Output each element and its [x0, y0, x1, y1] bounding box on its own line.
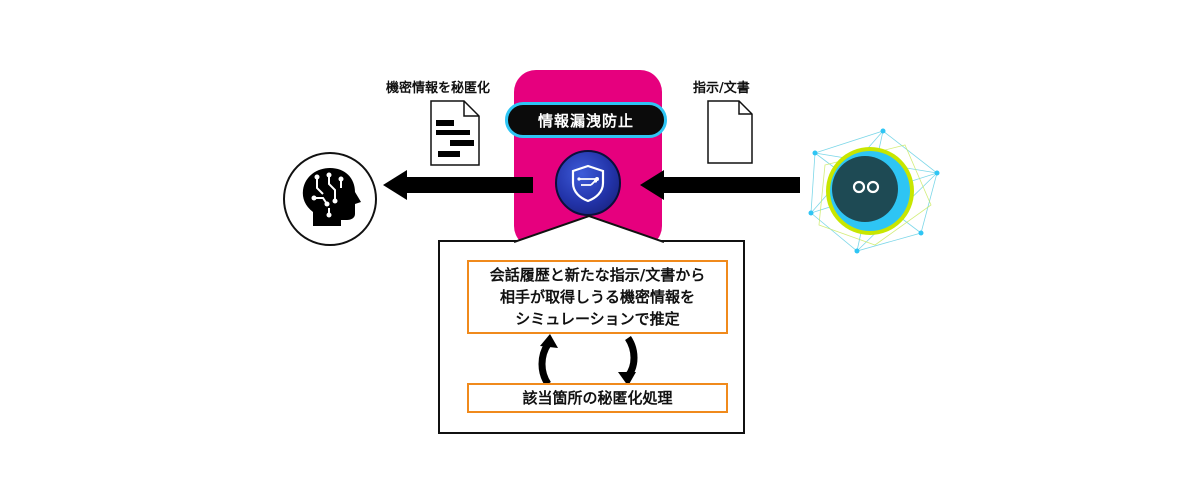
simulation-step: 会話履歴と新たな指示/文書から 相手が取得しうる機密情報を シミュレーションで推… — [467, 260, 728, 334]
shield-icon — [571, 164, 605, 203]
ai-head-icon — [302, 168, 361, 226]
ai-head-icon-circle — [283, 152, 377, 246]
simulation-line-2: 相手が取得しうる機密情報を — [499, 288, 695, 306]
redacted-document-icon — [430, 100, 480, 170]
cycle-arrows-icon — [528, 334, 648, 390]
blank-document-icon — [707, 100, 753, 168]
input-arrow — [640, 170, 800, 204]
redaction-step: 該当箇所の秘匿化処理 — [467, 383, 728, 413]
agent-robot-icon — [805, 125, 940, 259]
leak-prevention-title: 情報漏洩防止 — [505, 102, 667, 138]
simulation-line-3: シミュレーションで推定 — [515, 310, 680, 328]
redact-doc-label: 機密情報を秘匿化 — [386, 81, 491, 96]
output-arrow — [383, 170, 533, 204]
shield-badge — [555, 150, 621, 216]
redaction-step-label: 該当箇所の秘匿化処理 — [522, 389, 673, 407]
instruction-doc-label: 指示/文書 — [693, 81, 750, 96]
callout-pointer — [513, 214, 665, 248]
simulation-line-1: 会話履歴と新たな指示/文書から — [489, 266, 706, 284]
